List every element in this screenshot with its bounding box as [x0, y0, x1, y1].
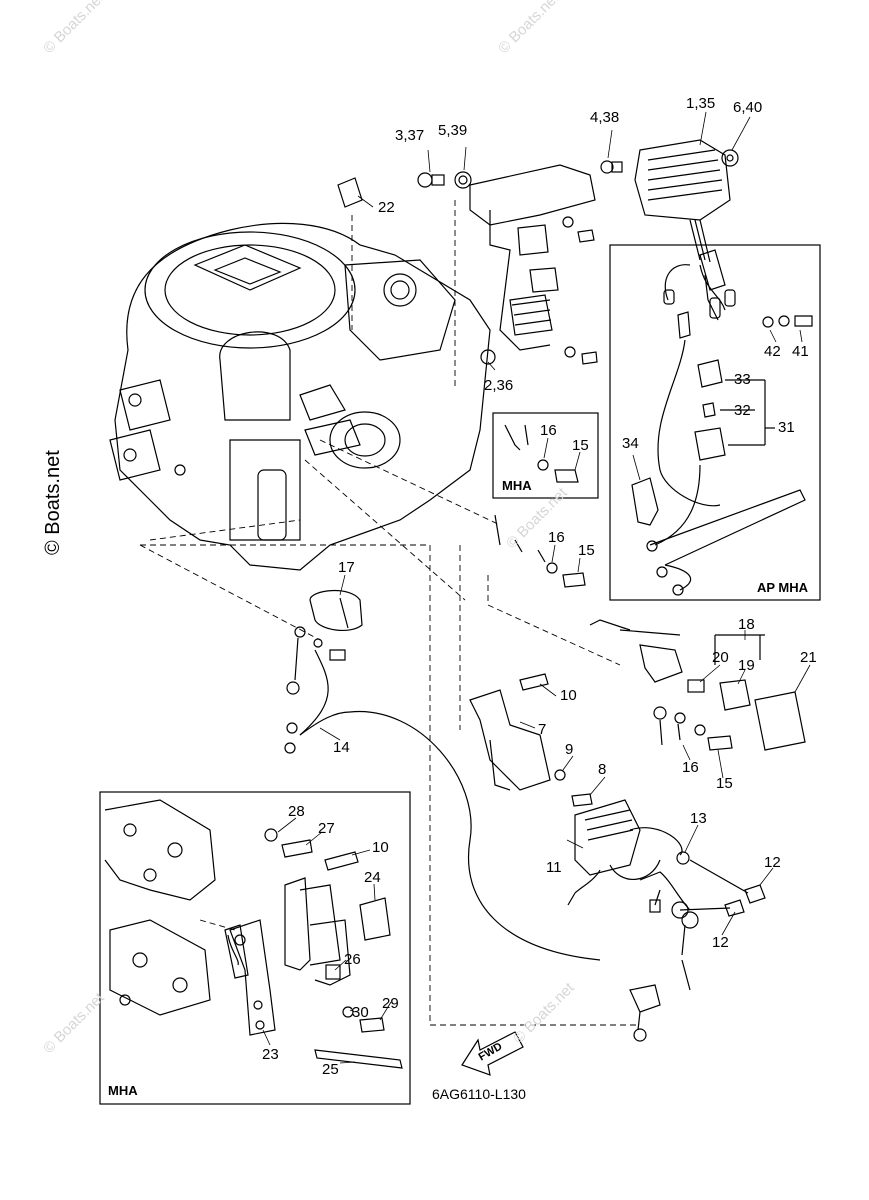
ground-lead-14: [284, 626, 601, 961]
callout-17[interactable]: 17: [338, 559, 355, 576]
callout-11[interactable]: 11: [546, 859, 562, 876]
mha-lower-parts: [104, 799, 403, 1069]
callout-42[interactable]: 42: [764, 343, 781, 360]
callout-6-40[interactable]: 6,40: [733, 99, 763, 116]
rectifier-regulator: [634, 139, 731, 291]
callout-9[interactable]: 9: [565, 741, 574, 758]
callout-12b[interactable]: 12: [712, 934, 729, 951]
fwd-arrow[interactable]: [461, 1031, 524, 1076]
callout-15b[interactable]: 15: [578, 542, 595, 559]
mha-lower-box: [99, 791, 411, 1105]
callout-10a[interactable]: 10: [560, 687, 577, 704]
ap-mha-parts: [631, 264, 813, 596]
callout-29[interactable]: 29: [382, 995, 399, 1012]
callout-18[interactable]: 18: [738, 616, 755, 633]
callout-26[interactable]: 26: [344, 951, 361, 968]
callout-1-35[interactable]: 1,35: [686, 95, 716, 112]
callout-30[interactable]: 30: [352, 1004, 369, 1021]
mha-small-label: MHA: [502, 478, 532, 493]
mid-terminal-parts: [494, 514, 586, 588]
callout-31[interactable]: 31: [778, 419, 795, 436]
callout-24[interactable]: 24: [364, 869, 381, 886]
callout-13[interactable]: 13: [690, 810, 707, 827]
dashed-leaders: [139, 200, 640, 1026]
engine-block: [109, 222, 491, 571]
callout-27[interactable]: 27: [318, 820, 335, 837]
callout-22[interactable]: 22: [378, 199, 395, 216]
callout-21[interactable]: 21: [800, 649, 817, 666]
callout-2-36[interactable]: 2,36: [484, 377, 514, 394]
callout-23[interactable]: 23: [262, 1046, 279, 1063]
callout-25[interactable]: 25: [322, 1061, 339, 1078]
callout-7[interactable]: 7: [538, 721, 547, 738]
parts-18-21: [589, 619, 806, 751]
callout-5-39[interactable]: 5,39: [438, 122, 468, 139]
mha-lower-label: MHA: [108, 1083, 138, 1098]
callout-12a[interactable]: 12: [764, 854, 781, 871]
watermark-side: © Boats.net: [42, 450, 64, 555]
diagram-code: 6AG6110-L130: [432, 1086, 526, 1102]
callout-4-38[interactable]: 4,38: [590, 109, 620, 126]
callout-34[interactable]: 34: [622, 435, 639, 452]
ignition-coil-11: [567, 799, 766, 1042]
callout-3-37[interactable]: 3,37: [395, 127, 425, 144]
callout-10b[interactable]: 10: [372, 839, 389, 856]
clamp-17: [309, 589, 363, 632]
bracket-7: [469, 673, 733, 807]
callout-8[interactable]: 8: [598, 761, 607, 778]
mha-small-parts: [504, 424, 579, 483]
callout-19[interactable]: 19: [738, 657, 755, 674]
mha-small-box: [492, 412, 599, 499]
top-bracket: [337, 149, 739, 365]
callout-20[interactable]: 20: [712, 649, 729, 666]
callout-33[interactable]: 33: [734, 371, 751, 388]
ap-mha-box: [609, 244, 821, 601]
callout-16b[interactable]: 16: [548, 529, 565, 546]
callout-15c[interactable]: 15: [716, 775, 733, 792]
callout-16a[interactable]: 16: [540, 422, 557, 439]
callout-28[interactable]: 28: [288, 803, 305, 820]
callout-14[interactable]: 14: [333, 739, 350, 756]
callout-32[interactable]: 32: [734, 402, 751, 419]
callout-leaders: [262, 111, 811, 1064]
ap-mha-label: AP MHA: [757, 580, 809, 595]
callout-41[interactable]: 41: [792, 343, 809, 360]
callout-15a[interactable]: 15: [572, 437, 589, 454]
callout-16c[interactable]: 16: [682, 759, 699, 776]
